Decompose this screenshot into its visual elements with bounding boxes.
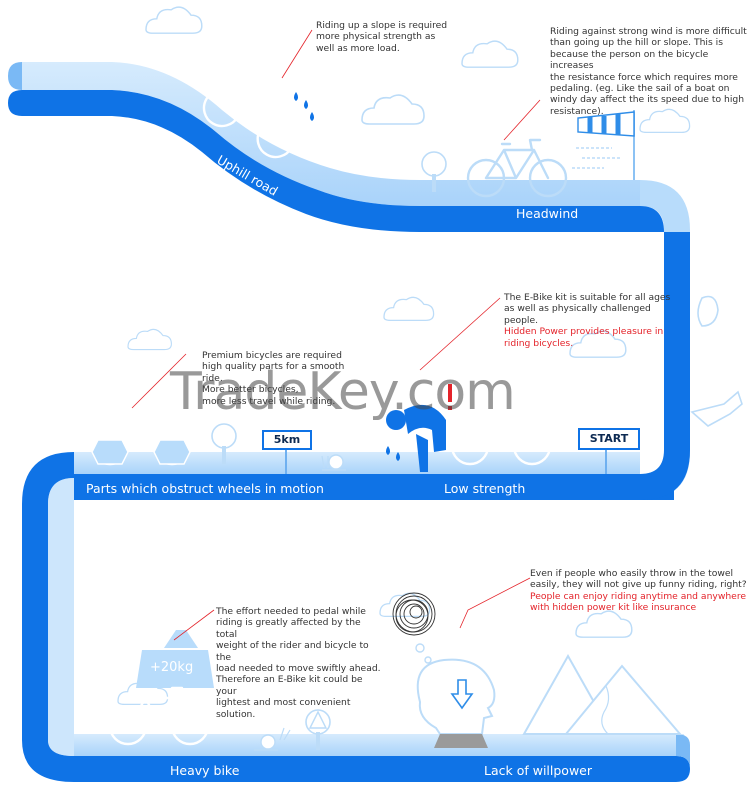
trees bbox=[211, 151, 447, 751]
headwind-leader bbox=[503, 99, 541, 141]
tired-rider-icon bbox=[386, 404, 446, 472]
note-line: pedaling. (eg. Like the sail of a boat o… bbox=[550, 83, 730, 95]
uphill-leader bbox=[281, 29, 313, 79]
parts-leader bbox=[131, 353, 187, 409]
note-parts: Premium bicycles are required high quali… bbox=[202, 350, 362, 407]
note-line: well as more load. bbox=[316, 42, 400, 54]
note-line: than going up the hill or slope. This is bbox=[550, 37, 723, 49]
weight-label: +20kg bbox=[150, 660, 194, 675]
note-line: lightest and most convenient solution. bbox=[216, 697, 351, 720]
stage-label-willpower: Lack of willpower bbox=[484, 763, 593, 778]
stage-label-parts: Parts which obstruct wheels in motion bbox=[86, 481, 324, 496]
note-heavy-bike: The effort needed to pedal while riding … bbox=[216, 606, 382, 720]
thought-scribble-icon bbox=[392, 592, 436, 636]
head-silhouette-icon bbox=[416, 658, 496, 748]
note-line: windy day affect the its speed due to hi… bbox=[550, 94, 745, 106]
note-headwind: Riding against strong wind is more diffi… bbox=[550, 26, 748, 117]
sweat-drops-icon bbox=[294, 92, 314, 121]
note-line: because the person on the bicycle increa… bbox=[550, 48, 709, 72]
note-line: more physical strength as bbox=[316, 31, 436, 43]
note-line: high quality parts for a smooth ride. bbox=[202, 361, 345, 384]
note-line: The E-Bike kit is suitable for all ages bbox=[504, 292, 671, 303]
note-line: weight of the rider and bicycle to the bbox=[216, 640, 369, 663]
peeking-person-icon bbox=[697, 295, 719, 327]
note-line: The effort needed to pedal while bbox=[216, 606, 366, 617]
note-line: riding is greatly affected by the total bbox=[216, 617, 361, 640]
note-line: load needed to move swiftly ahead. bbox=[216, 663, 381, 675]
watermark: TradeKey.com bbox=[170, 362, 516, 422]
note-line: resistance). bbox=[550, 105, 604, 117]
stage-label-heavy-bike: Heavy bike bbox=[170, 763, 240, 778]
note-line: More better bicycles, bbox=[202, 384, 299, 396]
flying-person-icon bbox=[690, 390, 743, 427]
mountains bbox=[522, 653, 683, 735]
note-line: the resistance force which requires more bbox=[550, 71, 738, 83]
heavy-leader bbox=[173, 609, 215, 641]
stage-label-low-strength: Low strength bbox=[444, 481, 526, 496]
snail-icon-2 bbox=[254, 727, 291, 751]
weight-icon bbox=[136, 630, 214, 688]
track bbox=[8, 62, 690, 782]
note-low-strength: The E-Bike kit is suitable for all ages … bbox=[504, 292, 694, 349]
note-line-highlight: Hidden Power provides pleasure in bbox=[504, 326, 664, 338]
thought-bubbles-icon bbox=[415, 643, 432, 664]
note-line: Premium bicycles are required bbox=[202, 350, 342, 361]
snail-icon bbox=[321, 454, 346, 471]
note-line-highlight: People can enjoy riding anytime and anyw… bbox=[530, 590, 747, 602]
note-line-highlight: with hidden power kit like insurance bbox=[530, 602, 697, 614]
note-line: Even if people who easily throw in the t… bbox=[530, 568, 734, 579]
note-willpower: Even if people who easily throw in the t… bbox=[530, 568, 748, 614]
start-sign: START bbox=[578, 428, 640, 450]
wind-lines-icon bbox=[572, 147, 620, 169]
parts-bike bbox=[90, 406, 192, 466]
note-line: easily, they will not give up funny ridi… bbox=[530, 579, 747, 591]
note-line-highlight: riding bicycles. bbox=[504, 337, 574, 349]
note-line: Riding against strong wind is more diffi… bbox=[550, 26, 747, 37]
note-uphill: Riding up a slope is required more physi… bbox=[316, 20, 476, 54]
exclamation-icon bbox=[448, 384, 452, 410]
note-line: people. bbox=[504, 314, 539, 326]
note-line: as well as physically challenged bbox=[504, 303, 651, 315]
stage-label-headwind: Headwind bbox=[516, 206, 579, 221]
willpower-leader bbox=[459, 577, 531, 629]
note-line: more less travel while riding. bbox=[202, 395, 336, 407]
note-line: Riding up a slope is required bbox=[316, 20, 448, 31]
lowstrength-leader bbox=[419, 297, 501, 371]
distance-sign: 5km bbox=[262, 430, 312, 450]
windsock-icon bbox=[577, 110, 635, 180]
note-line: Therefore an E-Bike kit could be your bbox=[216, 674, 363, 697]
